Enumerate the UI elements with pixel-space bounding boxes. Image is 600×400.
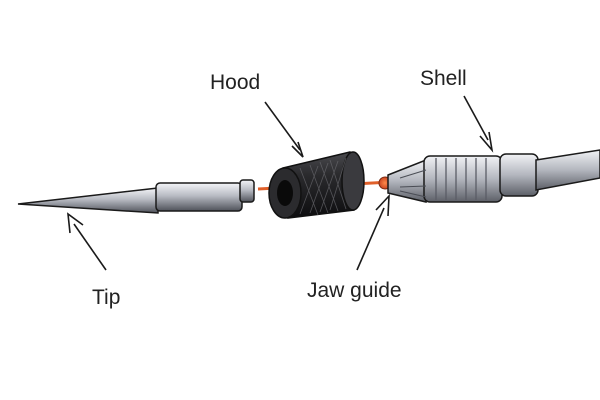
jaw-guide-arrow <box>356 193 390 271</box>
hood-arrow <box>264 101 304 158</box>
shell-arrow <box>463 95 494 153</box>
tip-arrow <box>67 212 107 271</box>
tip-part <box>17 179 255 214</box>
shell-label: Shell <box>420 67 467 90</box>
hood-label: Hood <box>210 71 261 94</box>
hood-part <box>268 151 365 219</box>
jaw-guide-label: Jaw guide <box>307 279 402 302</box>
shell-part <box>387 149 600 203</box>
tip-label: Tip <box>92 286 121 309</box>
